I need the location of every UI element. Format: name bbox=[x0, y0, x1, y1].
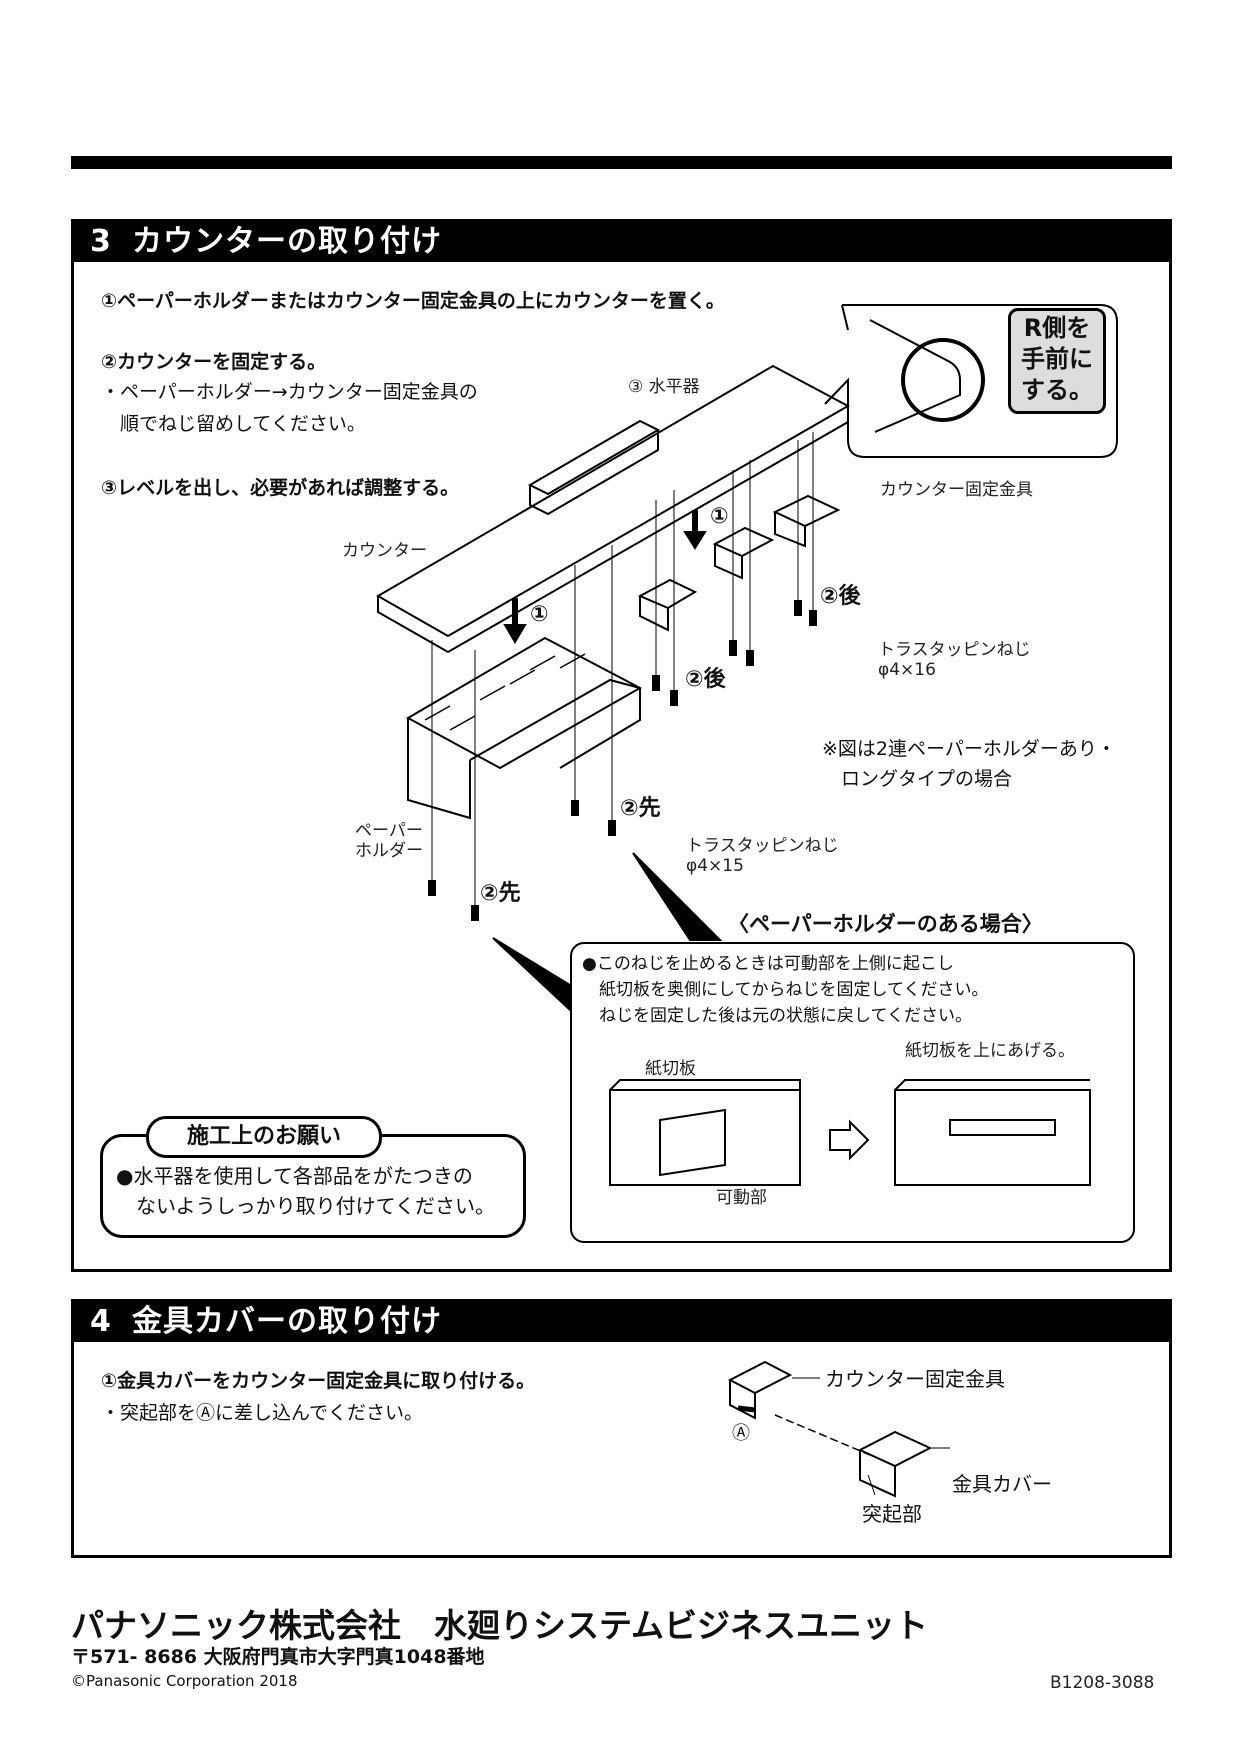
s3-step1: ①ペーパーホルダーまたはカウンター固定金具の上にカウンターを置く。 bbox=[101, 290, 725, 312]
label-raise: 紙切板を上にあげる。 bbox=[905, 1041, 1075, 1061]
doc-code: B1208-3088 bbox=[1050, 1673, 1155, 1693]
with-holder-title: 〈ペーパーホルダーのある場合〉 bbox=[728, 912, 1043, 936]
section-4-number: 4 bbox=[90, 1304, 112, 1339]
s3-step2: ②カウンターを固定する。 bbox=[101, 351, 327, 373]
label-after-b: ②後 bbox=[685, 667, 726, 692]
label-movable: 可動部 bbox=[716, 1188, 767, 1208]
section-counter-install: 3 カウンターの取り付け bbox=[71, 219, 1172, 1272]
figure-note-2: ロングタイプの場合 bbox=[822, 768, 1013, 790]
caution-title: 施工上のお願い bbox=[146, 1116, 382, 1158]
label-counter: カウンター bbox=[342, 541, 427, 561]
label-arrow1-b: ① bbox=[710, 504, 729, 529]
label-paper-holder-1: ペーパー bbox=[355, 821, 423, 841]
s3-step2-note-2: 順でねじ留めしてください。 bbox=[101, 413, 366, 435]
section-4-header: 4 金具カバーの取り付け bbox=[74, 1302, 1169, 1342]
company-name: パナソニック株式会社 水廻りシステムビジネスユニット bbox=[71, 1606, 929, 1645]
caution-line-1: ●水平器を使用して各部品をがたつきの bbox=[116, 1164, 473, 1188]
s4-label-protrusion: 突起部 bbox=[862, 1502, 922, 1526]
bracket-3 bbox=[772, 494, 841, 548]
label-first-a: ②先 bbox=[620, 796, 661, 821]
s4-label-a: Ⓐ bbox=[732, 1423, 750, 1444]
section-3-title: カウンターの取り付け bbox=[132, 224, 442, 259]
section-3-number: 3 bbox=[90, 224, 112, 259]
holder-photo-after bbox=[894, 1089, 1091, 1186]
s4-bracket bbox=[727, 1360, 793, 1420]
r-tag-line3: する。 bbox=[1021, 376, 1093, 404]
label-after-a: ②後 bbox=[820, 584, 861, 609]
company-address: 〒571- 8686 大阪府門真市大字門真1048番地 bbox=[71, 1646, 485, 1668]
s4-cover bbox=[857, 1430, 933, 1498]
caution-line-2: ないようしっかり取り付けてください。 bbox=[116, 1194, 495, 1218]
zoom-callout-box bbox=[824, 304, 1118, 458]
label-arrow1-a: ① bbox=[530, 602, 549, 627]
section-4-title: 金具カバーの取り付け bbox=[132, 1304, 442, 1339]
s3-step2-note-1: ・ペーパーホルダー→カウンター固定金具の bbox=[101, 381, 478, 403]
r-side-tag: R側を 手前に する。 bbox=[1008, 308, 1106, 414]
label-bracket: カウンター固定金具 bbox=[880, 480, 1033, 500]
with-holder-text-2: 紙切板を奥側にしてからねじを固定してください。 bbox=[582, 980, 989, 1000]
with-holder-text-1: ●このねじを止めるときは可動部を上側に起こし bbox=[582, 954, 954, 974]
zoom-circle bbox=[901, 338, 985, 422]
label-cutter: 紙切板 bbox=[645, 1059, 696, 1079]
s4-label-cover: 金具カバー bbox=[952, 1472, 1052, 1496]
s3-step3: ③レベルを出し、必要があれば調整する。 bbox=[101, 477, 460, 499]
bracket-1 bbox=[637, 578, 698, 632]
r-tag-line1: R側を bbox=[1023, 314, 1091, 342]
label-first-b: ②先 bbox=[480, 881, 521, 906]
figure-note-1: ※図は2連ペーパーホルダーあり・ bbox=[822, 738, 1116, 760]
with-holder-callout bbox=[570, 942, 1135, 1243]
section-cover-install: 4 金具カバーの取り付け bbox=[71, 1299, 1172, 1558]
s4-note: ・突起部をⒶに差し込んでください。 bbox=[101, 1402, 424, 1424]
with-holder-text-3: ねじを固定した後は元の状態に戻してください。 bbox=[582, 1006, 972, 1026]
label-paper-holder-2: ホルダー bbox=[355, 841, 423, 861]
bracket-2 bbox=[712, 526, 775, 580]
section-3-header: 3 カウンターの取り付け bbox=[74, 222, 1169, 262]
r-tag-line2: 手前に bbox=[1021, 345, 1093, 373]
label-level: ③ 水平器 bbox=[628, 377, 700, 397]
top-rule bbox=[71, 156, 1172, 169]
label-screw-a-1: トラスタッピンねじ bbox=[878, 640, 1031, 660]
s4-label-bracket: カウンター固定金具 bbox=[825, 1367, 1005, 1391]
label-screw-b-1: トラスタッピンねじ bbox=[686, 836, 839, 856]
s4-step1: ①金具カバーをカウンター固定金具に取り付ける。 bbox=[101, 1370, 536, 1392]
label-screw-a-2: φ4×16 bbox=[878, 660, 936, 680]
arrow-right-icon bbox=[829, 1119, 870, 1161]
paper-holder-front bbox=[407, 718, 471, 820]
paper-holder-top bbox=[405, 636, 643, 770]
copyright: ©Panasonic Corporation 2018 bbox=[71, 1672, 298, 1690]
level-tool-side bbox=[529, 430, 659, 516]
label-screw-b-2: φ4×15 bbox=[686, 856, 744, 876]
